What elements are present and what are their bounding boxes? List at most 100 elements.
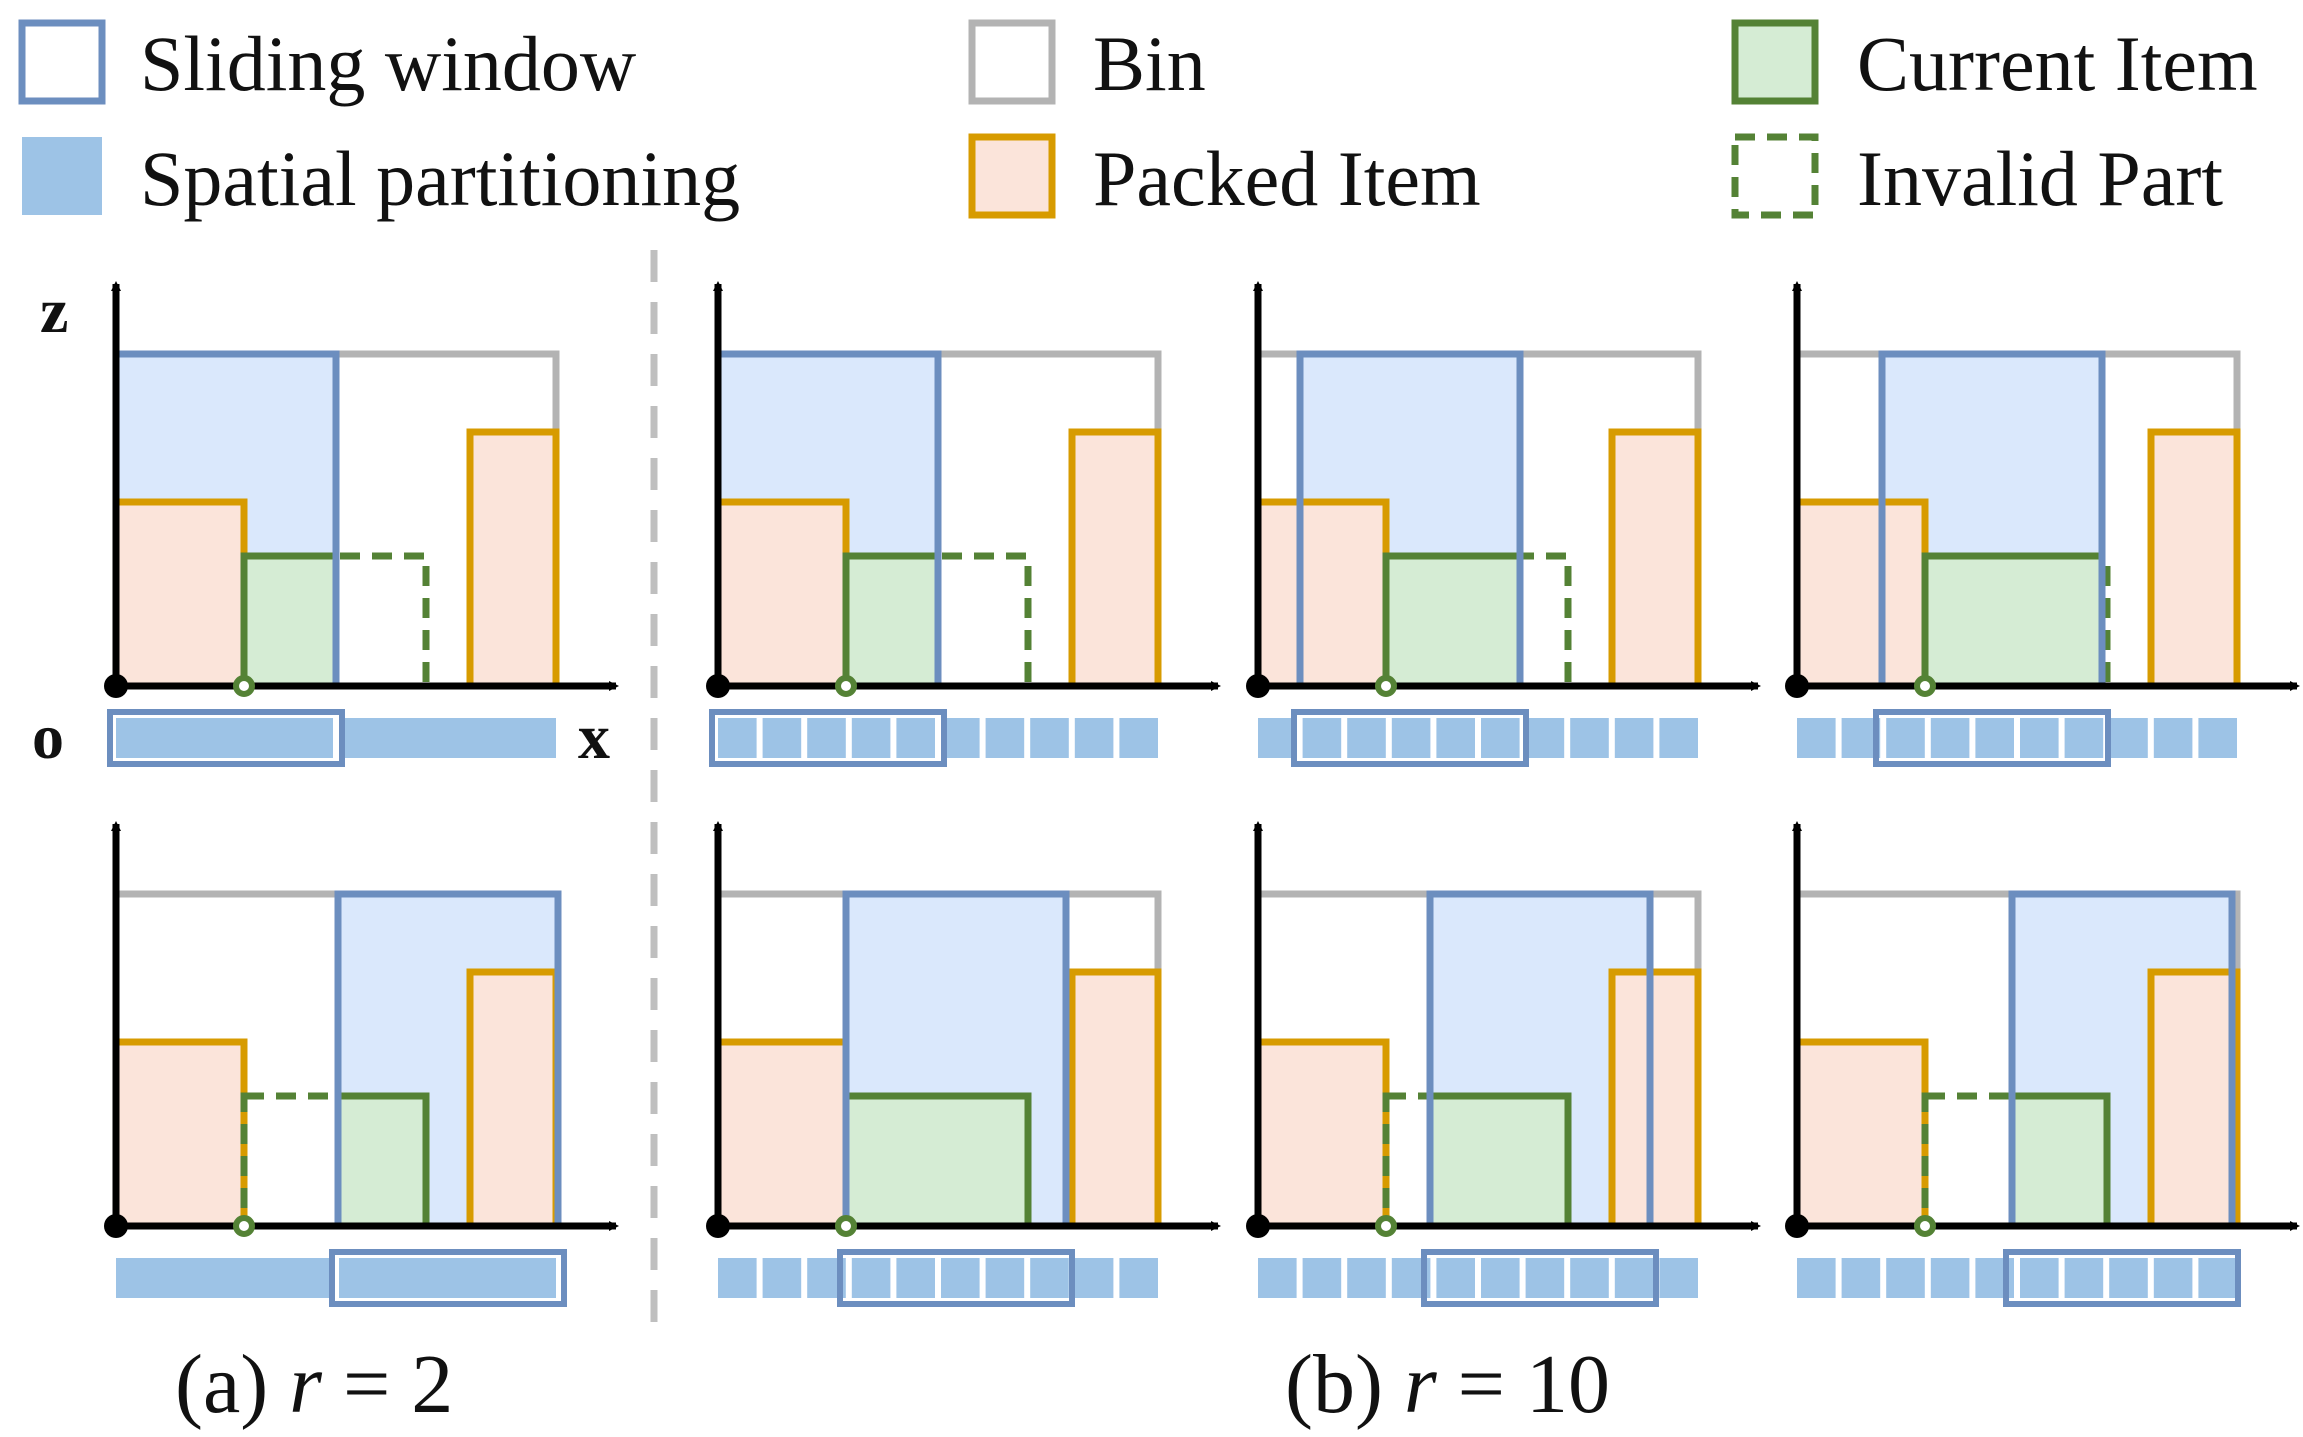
- partition-cell: [1930, 718, 1970, 758]
- placement-point: [835, 1215, 857, 1237]
- partition-cell: [2198, 718, 2237, 758]
- partition-cell: [1481, 1258, 1520, 1298]
- placement-point: [1375, 675, 1397, 697]
- legend-item-bin: Bin: [968, 19, 1206, 107]
- panel-b3-top: [1785, 281, 2300, 767]
- partition-cell: [1074, 1258, 1114, 1298]
- partition-cell: [1302, 1258, 1342, 1298]
- bin-swatch: [968, 19, 1056, 105]
- spatial-partitioning-swatch: [22, 137, 102, 215]
- partition-window-outline: [709, 709, 947, 767]
- partition-cell: [1614, 1258, 1654, 1298]
- packed-item: [1793, 498, 1929, 690]
- invalid-part-swatch: [1731, 133, 1819, 219]
- partition-cell: [1258, 718, 1297, 758]
- origin-dot: [1785, 1214, 1809, 1238]
- partition-cell: [1030, 718, 1069, 758]
- legend-label-packed-item: Packed Item: [1093, 135, 1481, 222]
- legend-item-packed-item: Packed Item: [968, 133, 1481, 222]
- partition-cell: [116, 718, 333, 758]
- partition-cell: [851, 718, 891, 758]
- partition-cell: [762, 1258, 802, 1298]
- current-item-swatch: [1731, 19, 1819, 105]
- placement-point: [835, 675, 857, 697]
- packed-item: [714, 498, 850, 690]
- partition-cell: [1659, 718, 1698, 758]
- current-item-valid: [846, 556, 938, 686]
- packed-item: [112, 1038, 248, 1230]
- origin-dot: [104, 674, 128, 698]
- origin-dot: [104, 1214, 128, 1238]
- legend-label-spatial-partitioning: Spatial partitioning: [140, 135, 740, 222]
- packed-item: [1608, 428, 1702, 690]
- sliding-window-swatch: [18, 19, 106, 105]
- legend-item-current-item: Current Item: [1731, 19, 2258, 107]
- partition-cell: [1570, 718, 1609, 758]
- packed-item: [466, 428, 560, 690]
- origin-dot: [706, 674, 730, 698]
- packed-item: [1254, 1038, 1390, 1230]
- origin-dot: [706, 1214, 730, 1238]
- current-item-valid: [2012, 1096, 2107, 1226]
- partition-cell: [116, 1258, 333, 1298]
- packed-item: [2147, 428, 2241, 690]
- packed-item: [714, 1038, 850, 1230]
- legend-item-sliding-window: Sliding window: [18, 19, 636, 107]
- partition-cell: [1119, 718, 1158, 758]
- panel-b2-top: [1246, 281, 1761, 767]
- caption-b: (b) r = 10: [1285, 1338, 1610, 1431]
- partition-cell: [985, 1258, 1025, 1298]
- current-item-valid: [338, 1096, 426, 1226]
- panel-b2-bottom: [1246, 821, 1761, 1307]
- legend-label-current-item: Current Item: [1857, 20, 2258, 107]
- legend-item-invalid-part: Invalid Part: [1731, 133, 2223, 222]
- legend: Sliding window Bin Current Item Spatial …: [18, 19, 2258, 222]
- packed-item: [1608, 968, 1702, 1230]
- panel-b1-bottom: [706, 821, 1221, 1307]
- partition-cell: [896, 718, 935, 758]
- placement-point: [1375, 1215, 1397, 1237]
- x-axis-label: x: [578, 701, 610, 772]
- partition-window-outline: [1291, 709, 1529, 767]
- partition-cell: [1391, 718, 1431, 758]
- packed-item: [1068, 428, 1162, 690]
- packed-item: [1068, 968, 1162, 1230]
- partition-cell: [762, 718, 802, 758]
- partition-cell: [339, 1258, 556, 1298]
- partition-cell: [339, 718, 556, 758]
- partition-window-outline: [1873, 709, 2111, 767]
- caption-b-value: = 10: [1437, 1338, 1610, 1431]
- partition-window-outline: [329, 1249, 567, 1307]
- caption-a: (a) r = 2: [175, 1338, 453, 1431]
- partition-cell: [1570, 1258, 1609, 1298]
- partition-cell: [1797, 1258, 1836, 1298]
- partition-cell: [1975, 718, 2014, 758]
- partition-cell: [1481, 718, 1520, 758]
- panel-grid: [104, 281, 2300, 1307]
- packed-item: [466, 968, 560, 1230]
- legend-label-sliding-window: Sliding window: [140, 20, 636, 107]
- partition-cell: [941, 718, 980, 758]
- current-item-valid: [244, 556, 336, 686]
- partition-cell: [1525, 718, 1565, 758]
- packed-item: [1254, 498, 1390, 690]
- partition-cell: [941, 1258, 980, 1298]
- partition-window-outline: [1421, 1249, 1659, 1307]
- caption-a-value: = 2: [322, 1338, 453, 1431]
- partition-window-outline: [837, 1249, 1075, 1307]
- partition-cell: [985, 718, 1025, 758]
- partition-cell: [2109, 1258, 2148, 1298]
- legend-label-invalid-part: Invalid Part: [1857, 135, 2223, 222]
- current-item-valid: [1430, 1096, 1568, 1226]
- current-item-valid: [1386, 556, 1520, 686]
- caption-b-prefix: (b): [1285, 1338, 1404, 1431]
- partition-window-outline: [107, 709, 345, 767]
- partition-cell: [1614, 718, 1654, 758]
- partition-cell: [1258, 1258, 1297, 1298]
- panel-b1-top: [706, 281, 1221, 767]
- partition-cell: [807, 718, 846, 758]
- partition-cell: [2020, 718, 2059, 758]
- partition-cell: [2064, 718, 2104, 758]
- packed-item-swatch: [968, 133, 1056, 219]
- partition-cell: [1347, 718, 1386, 758]
